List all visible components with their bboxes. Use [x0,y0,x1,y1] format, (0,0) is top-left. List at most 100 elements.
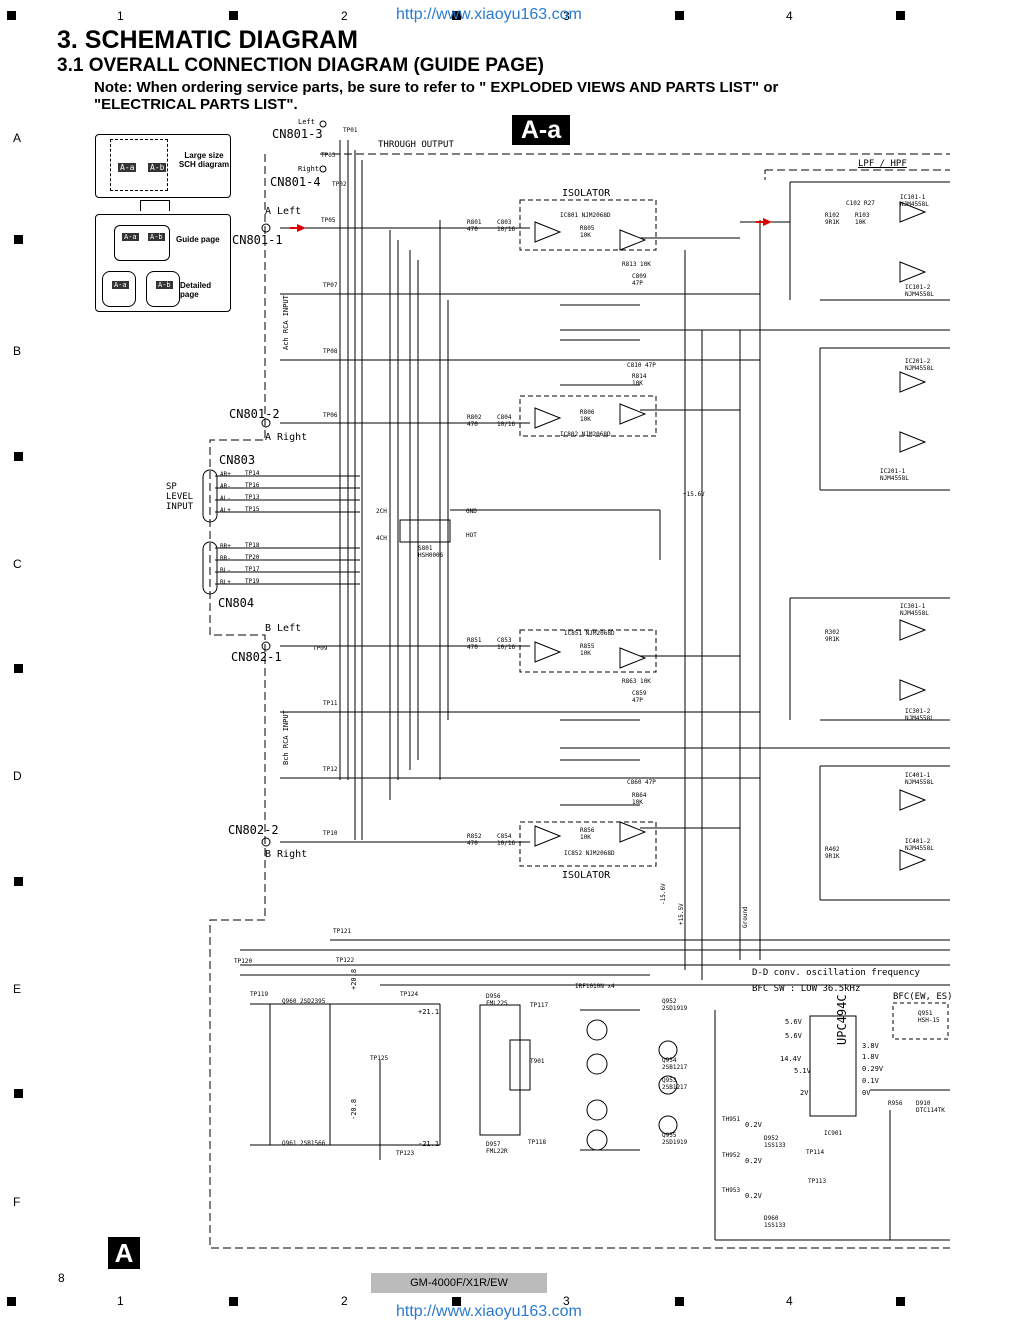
grid-mark [675,11,684,20]
tp-label: TP119 [250,991,269,998]
minus156-label: -15.6V [660,883,667,905]
guide-tab-a-small: A-a [122,233,139,241]
guide-arrow-down [140,200,170,211]
grid-mark [7,11,16,20]
part-label: R806 10K [580,409,595,423]
voltage-label: 5.6V [785,1032,802,1040]
voltage-label: 0.29V [862,1065,884,1073]
hot-label: HOT [466,532,477,539]
page-number: 8 [58,1271,65,1285]
connector-cn801-4: CN801-4 [270,175,321,189]
guide-tab-b: A-b [148,163,167,172]
part-label: R402 9R1K [825,846,840,860]
connector-cn803: CN803 [219,453,256,467]
grid-mark [14,1089,23,1098]
part-label: R802 470 [467,414,482,428]
power-part-label: TH951 [722,1116,741,1123]
grid-row-d: D [13,769,22,783]
grid-mark [675,1297,684,1306]
sp-pin-b: BR+ [220,543,231,550]
grid-col-3-top: 3 [563,9,570,23]
tp-label: TP06 [323,412,338,419]
voltage-label: 3.8V [862,1042,879,1050]
label-left: Left [298,118,315,126]
part-label: R852 470 [467,833,482,847]
sp-pin-a: AR- [220,483,231,490]
grid-mark [452,11,461,20]
guide-tab-b-small: A-b [148,233,165,241]
ic801-label: IC801 NJM2068D [560,212,611,219]
power-part-label: Q954 2SB1217 [662,1057,688,1071]
sp-level-input-label: SP LEVEL INPUT [166,482,194,512]
plus15-label: +15.5V [678,903,685,925]
tp-label: TP08 [323,348,338,355]
bch-input-label: Bch RCA INPUT [282,710,290,765]
tp-label: TP122 [336,957,355,964]
part-label: C853 10/16 [497,637,516,651]
ic852-label: IC852 NJM2068D [564,850,615,857]
isolator-bottom-label: ISOLATOR [562,870,611,881]
voltage-label: 2V [800,1089,809,1097]
page-title: 3. SCHEMATIC DIAGRAM [57,26,358,54]
dd-freq-label: D-D conv. oscillation frequency [752,968,920,978]
part-label: R814 10K [632,373,647,387]
part-label: R805 10K [580,225,595,239]
power-part-label: TH952 [722,1152,741,1159]
tp-label: TP16 [245,482,260,489]
ic401-1-label: IC401-1 NJM4558L [905,772,934,786]
2ch-label: 2CH [376,508,387,515]
sp-pin-a: AL- [220,495,231,502]
tp-label: TP11 [323,700,338,707]
ic802-label: IC802 NJM2068D [560,431,611,438]
upc494c-label: UPC494C [835,994,849,1045]
sp-pin-b: BR- [220,555,231,562]
part-label: C860 47P [627,779,656,786]
power-part-label: Q953 2SB1217 [662,1077,688,1091]
tp-label: TP124 [400,991,419,998]
power-part-label: Q961 2SB1566 [282,1140,326,1147]
voltage-label: 5.1V [794,1067,811,1075]
note-line-1: Note: When ordering service parts, be su… [94,79,779,96]
power-part-label: Q952 2SD1919 [662,998,688,1012]
bfc-ew-label: BFC(EW, ES) [893,992,953,1002]
ic101-1-label: IC101-1 NJM4558L [900,194,929,208]
part-label: R863 10K [622,678,651,685]
guide-large-label: Large size SCH diagram [178,151,230,169]
tp-label: TP17 [245,566,260,573]
guide-book-right [146,271,180,307]
watermark-url-bottom: http://www.xiaoyu163.com [396,1303,582,1320]
tp-label: TP113 [808,1178,827,1185]
tp-label: TP15 [245,506,260,513]
power-part-label: D952 1SS133 [764,1135,786,1149]
section-label-a-a: A-a [512,115,570,145]
grid-mark [896,11,905,20]
power-part-label: Q951 HSH-15 [918,1010,940,1024]
tp-label: TP02 [332,181,347,188]
ic851-label: IC851 NJM2068D [564,630,615,637]
tp-label: TP18 [245,542,260,549]
grid-col-4-top: 4 [786,9,793,23]
tp-label: TP01 [343,127,358,134]
grid-mark [14,452,23,461]
tp-label: TP10 [323,830,338,837]
grid-mark [7,1297,16,1306]
part-label: R103 10K [855,212,870,226]
grid-mark [452,1297,461,1306]
gnd-label: GND [466,508,477,515]
part-label: C810 47P [627,362,656,369]
guide-large-inner [110,139,168,191]
guide-page-label: Guide page [176,235,220,244]
voltage-label: 5.6V [785,1018,802,1026]
note-line-2: "ELECTRICAL PARTS LIST". [94,96,298,113]
ic101-2-label: IC101-2 NJM4558L [905,284,934,298]
tp-label: TP118 [528,1139,547,1146]
ic901-label: IC901 [824,1130,843,1137]
connector-cn802-1: CN802-1 [231,650,282,664]
guide-book-top [114,225,170,261]
grid-col-2-top: 2 [341,9,348,23]
voltage-label: +20.8 [350,968,358,990]
grid-row-e: E [13,982,22,996]
part-label: C809 47P [632,273,647,287]
tp-label: TP120 [234,958,253,965]
